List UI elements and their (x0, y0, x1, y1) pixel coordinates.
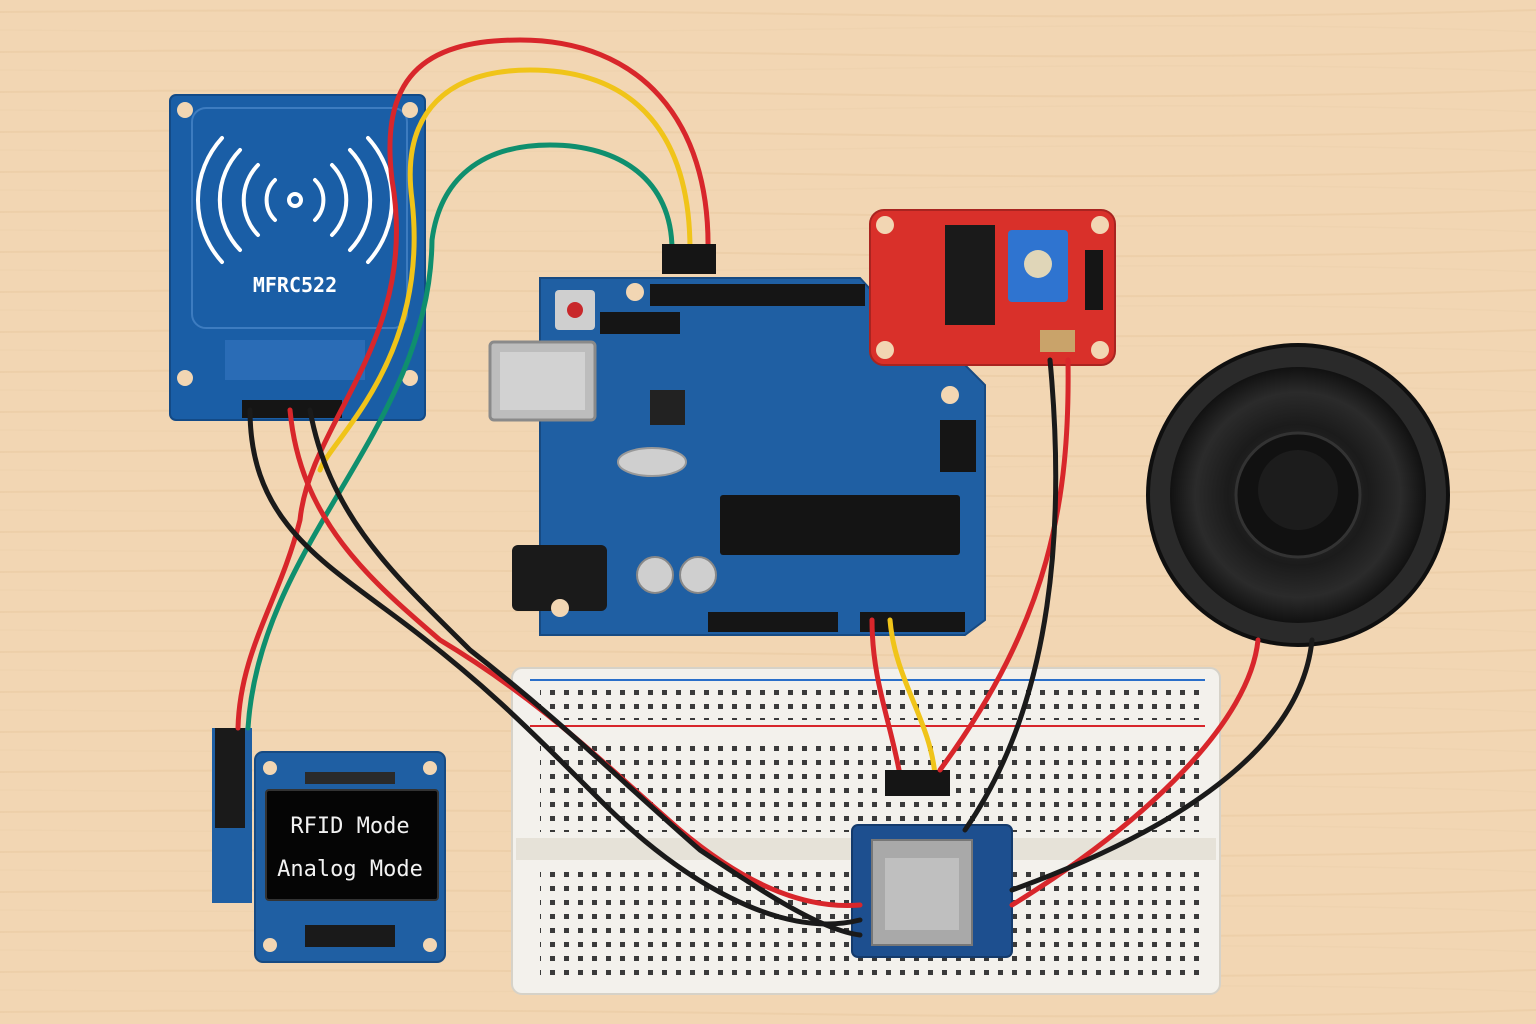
analog-header (860, 612, 965, 632)
oled-module: RFID Mode Analog Mode (212, 728, 446, 963)
digital-header (650, 284, 865, 306)
oled-line-1: RFID Mode (290, 814, 409, 839)
speaker (1146, 343, 1450, 647)
wire-black (1009, 637, 1315, 893)
wire-black (247, 407, 863, 927)
capacitor (636, 556, 674, 594)
sd-card-module (851, 824, 1013, 958)
arduino-uno-board (488, 277, 986, 636)
power-jack (512, 545, 607, 611)
nfc-antenna-icon (195, 136, 395, 264)
wire-black (962, 357, 1059, 833)
rfid-module: MFRC522 (169, 94, 426, 421)
wire-yellow (887, 617, 938, 778)
wire-yellow (317, 67, 693, 473)
crystal-oscillator (617, 447, 687, 477)
wire-red (869, 617, 903, 778)
wire-red (235, 37, 711, 731)
wire-black (307, 407, 863, 938)
jumper-wires (235, 37, 1315, 938)
wire-red (937, 357, 1071, 773)
capacitor (679, 556, 717, 594)
rfid-label: MFRC522 (253, 273, 337, 297)
atmega-chip (720, 495, 960, 555)
oled-screen (265, 789, 439, 901)
oled-line-2: Analog Mode (277, 857, 423, 882)
power-header (708, 612, 838, 632)
sensor-module (869, 209, 1116, 366)
